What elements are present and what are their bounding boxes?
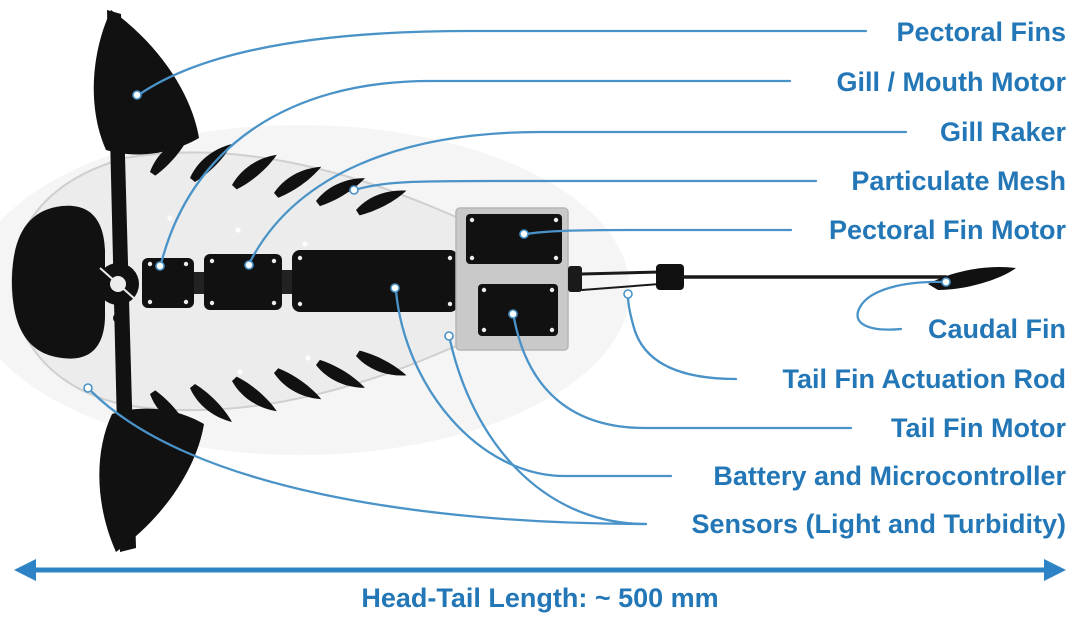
tail-fin-actuation-rod-upper [580, 270, 662, 276]
label-gill-raker: Gill Raker [939, 117, 1066, 147]
leader-pectoral-fins [138, 29, 868, 96]
tail-fin-actuation-rod-lower [581, 283, 661, 291]
leader-endpoint-dots [83, 90, 951, 393]
rod-mount [568, 266, 582, 292]
gill-mouth-motor-box [142, 258, 194, 308]
label-tail-fin-motor: Tail Fin Motor [891, 413, 1066, 443]
coupler-2 [282, 270, 294, 294]
leader-lines [83, 29, 951, 526]
label-caudal-fin: Caudal Fin [927, 314, 1066, 344]
label-particulate-mesh: Particulate Mesh [851, 166, 1066, 196]
coupler-1 [194, 272, 206, 294]
leader-gill-raker [248, 130, 908, 264]
pectoral-fin-top [93, 10, 199, 155]
leader-sensors-light [90, 390, 648, 526]
tail-fin-motor-box [478, 284, 558, 336]
length-scale-arrow [14, 559, 1066, 581]
plate-screws [469, 217, 559, 333]
pectoral-fin-motor-box [466, 214, 562, 264]
label-pectoral-fin-motor: Pectoral Fin Motor [828, 215, 1066, 245]
gill-raker-motor-box [204, 254, 282, 310]
leader-gill-mouth-motor [159, 79, 792, 266]
leader-tail-fin-actuation-rod [626, 294, 738, 381]
fish-head [12, 205, 105, 359]
label-pectoral-fins: Pectoral Fins [896, 17, 1066, 47]
label-gill-mouth-motor: Gill / Mouth Motor [836, 67, 1066, 97]
caudal-fin-shape [928, 266, 1016, 290]
leader-caudal-fin [856, 280, 946, 331]
rod-connector-block [656, 264, 684, 290]
leader-battery-microcontroller [394, 289, 673, 478]
arrowhead-left [14, 559, 36, 581]
leader-sensors-turbidity [448, 338, 648, 526]
leader-tail-fin-motor [512, 316, 853, 430]
screws [147, 215, 453, 375]
robot-fish-illustration [10, 10, 1016, 552]
label-tail-fin-actuation-rod: Tail Fin Actuation Rod [782, 364, 1066, 394]
leader-particulate-mesh [353, 179, 818, 192]
gill-mouth-mechanism [97, 247, 139, 323]
arrowhead-right [1044, 559, 1066, 581]
label-battery-microcontroller: Battery and Microcontroller [713, 461, 1066, 491]
head-tail-length-label: Head-Tail Length: ~ 500 mm [361, 583, 719, 613]
label-sensors: Sensors (Light and Turbidity) [691, 509, 1067, 539]
pectoral-fin-bottom [99, 408, 204, 552]
leader-pectoral-fin-motor [524, 228, 793, 236]
battery-microcontroller-box [292, 250, 458, 312]
